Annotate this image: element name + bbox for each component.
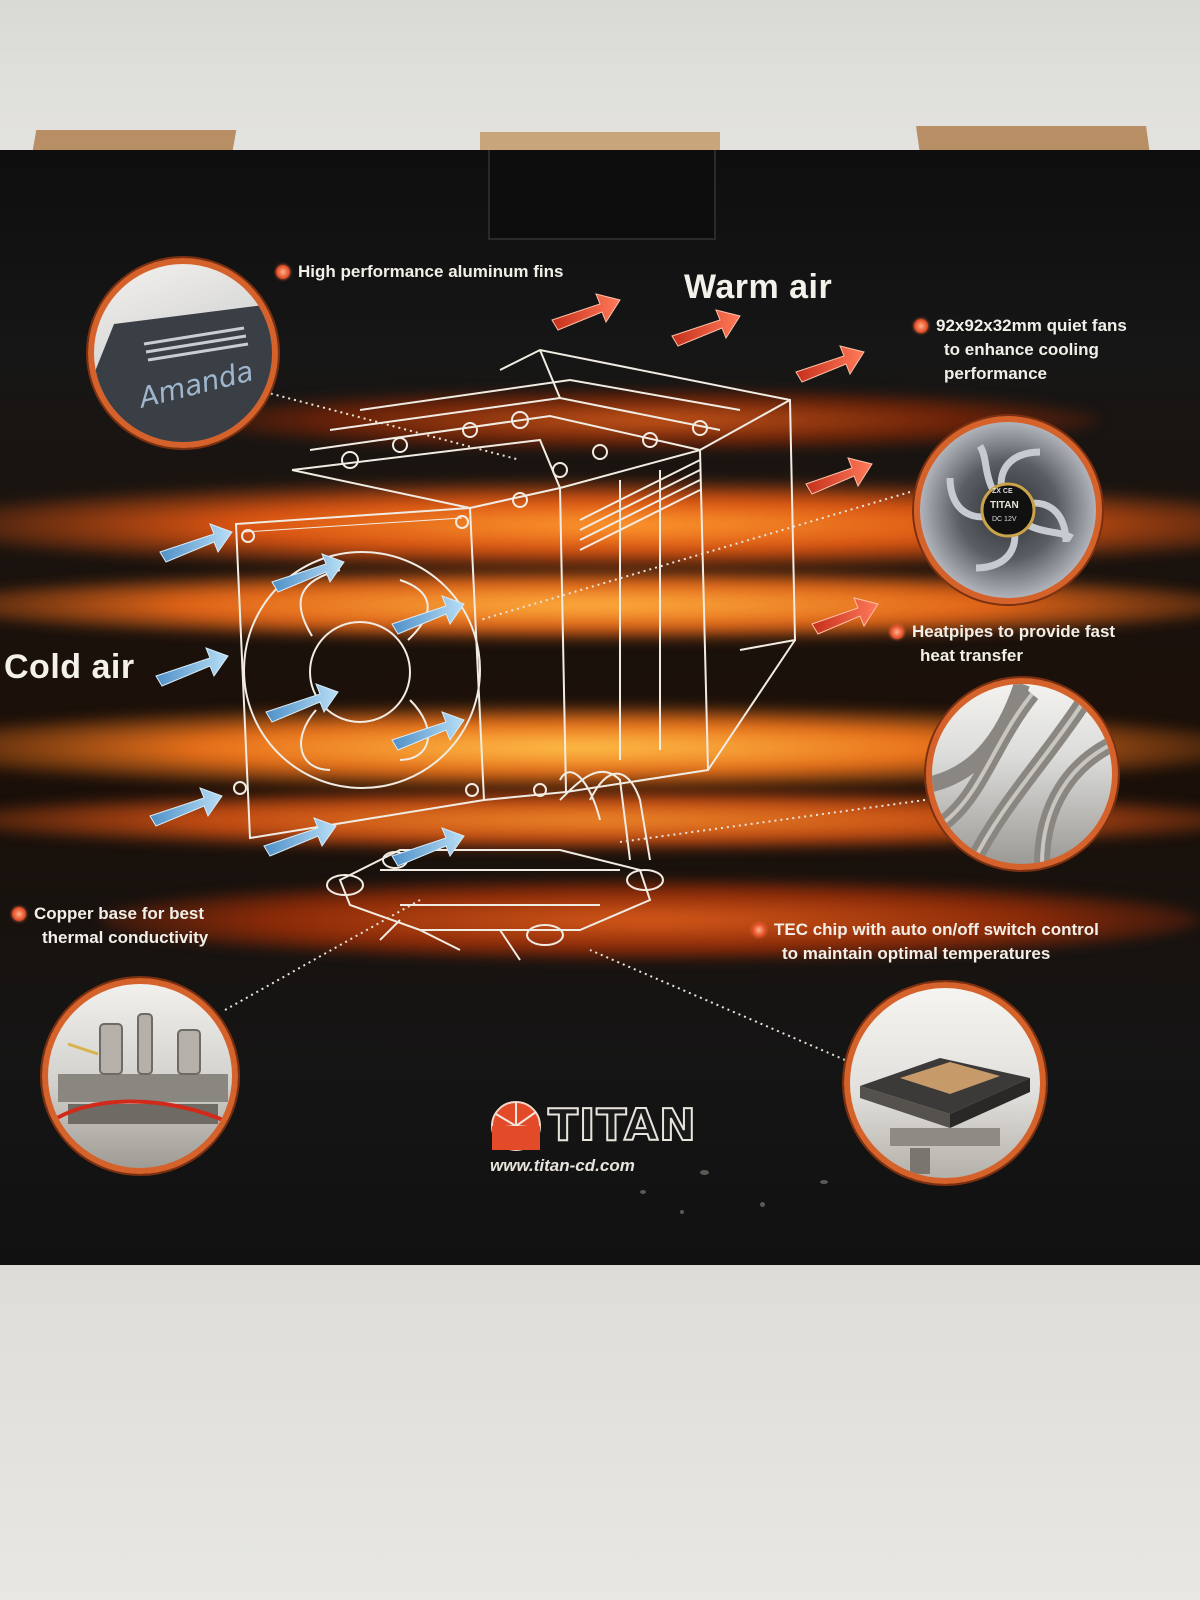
label-heatpipes: Heatpipes to provide fast heat transfer	[890, 620, 1115, 668]
warm-air-arrow	[805, 457, 873, 495]
warm-air-arrow	[551, 293, 621, 331]
cold-air-arrow	[265, 683, 339, 723]
scuff-mark	[680, 1210, 684, 1214]
titan-logo-icon	[491, 1101, 541, 1151]
heatpipes-illustration	[932, 684, 1112, 864]
warm-air-arrow	[671, 309, 741, 347]
fins-illustration	[94, 304, 272, 442]
photo-fan: ZX CE TITAN DC 12V	[914, 416, 1102, 604]
cold-air-arrow	[149, 787, 223, 827]
titan-logo: TITAN	[488, 1098, 698, 1154]
light-streak	[100, 880, 1200, 960]
cold-air-arrow	[159, 523, 233, 563]
label-fins: High performance aluminum fins	[276, 260, 563, 284]
fan-hub-spec: DC 12V	[992, 516, 1017, 523]
bullet-icon	[914, 319, 928, 333]
box-tab-notch	[488, 150, 716, 240]
photo-tec-chip	[844, 982, 1046, 1184]
fan-blades-illustration	[946, 444, 1074, 572]
background-table	[0, 1255, 1200, 1600]
bullet-icon	[276, 265, 290, 279]
cold-air-arrow	[391, 595, 465, 635]
label-cold-air: Cold air	[4, 648, 135, 686]
photo-aluminum-fins: Amanda	[88, 258, 278, 448]
cold-air-arrow	[263, 817, 337, 857]
fan-hub-marks: ZX CE	[992, 488, 1013, 495]
cold-air-arrow	[391, 711, 465, 751]
photo-heatpipes	[926, 678, 1118, 870]
scuff-mark	[760, 1202, 765, 1207]
photo-copper-base	[42, 978, 238, 1174]
copper-base-illustration	[48, 1013, 232, 1126]
bullet-icon	[12, 907, 26, 921]
label-copper: Copper base for best thermal conductivit…	[12, 902, 208, 950]
brand-url: www.titan-cd.com	[490, 1156, 635, 1175]
bullet-icon	[752, 923, 766, 937]
tec-chip-illustration	[860, 1058, 1030, 1174]
cold-air-arrow	[391, 827, 465, 867]
titan-logo-wordmark: TITAN	[547, 1099, 697, 1152]
warm-air-arrow	[795, 345, 865, 383]
scuff-mark	[640, 1190, 646, 1194]
cold-air-arrow	[271, 553, 345, 593]
box-flap-center	[480, 132, 720, 150]
scuff-mark	[700, 1170, 709, 1175]
scuff-mark	[820, 1180, 828, 1184]
warm-air-arrow	[811, 597, 879, 635]
cold-air-arrow	[155, 647, 229, 687]
label-warm-air: Warm air	[684, 268, 833, 306]
label-tec: TEC chip with auto on/off switch control…	[752, 918, 1099, 966]
bullet-icon	[890, 625, 904, 639]
fan-hub-brand: TITAN	[990, 500, 1019, 511]
label-fans: 92x92x32mm quiet fans to enhance cooling…	[914, 314, 1127, 386]
